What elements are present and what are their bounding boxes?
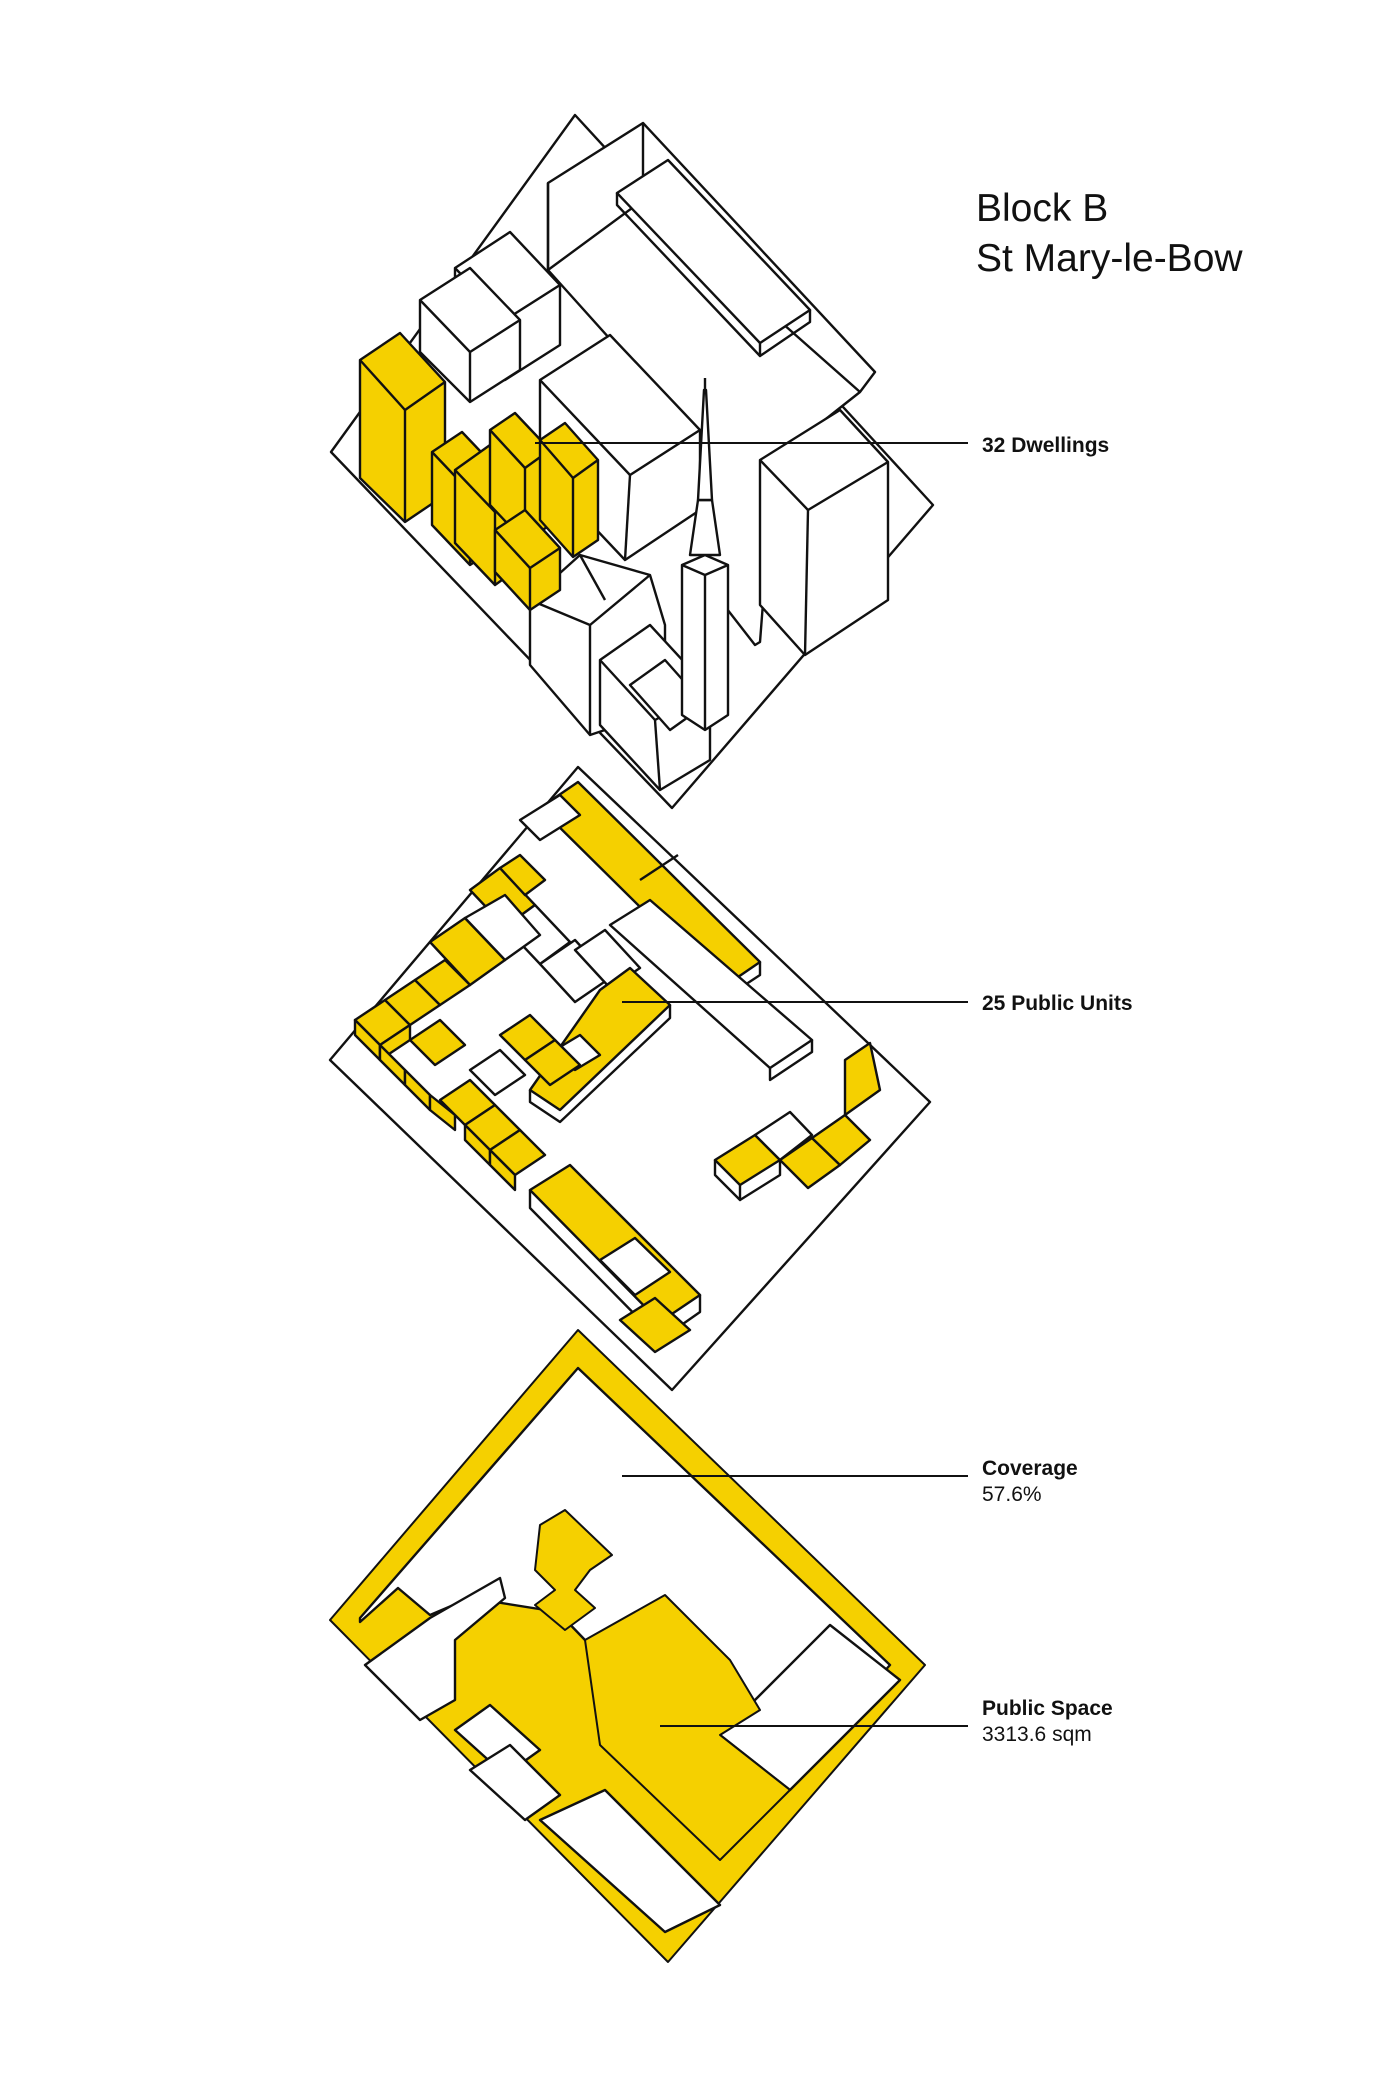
public-units-highlight bbox=[353, 958, 582, 1192]
public-units-label: 25 Public Units bbox=[982, 992, 1133, 1015]
public-space-value: 3313.6 sqm bbox=[982, 1723, 1092, 1746]
public-units-south-east bbox=[713, 1041, 882, 1202]
diagram-title: Block B St Mary-le-Bow bbox=[976, 184, 1243, 284]
massing-panel-dwellings bbox=[329, 113, 968, 810]
dwellings-highlight bbox=[358, 331, 600, 612]
public-units-annotation: 25 Public Units bbox=[982, 991, 1133, 1017]
title-line-1: Block B bbox=[976, 187, 1109, 230]
dwellings-label: 32 Dwellings bbox=[982, 434, 1110, 457]
public-space-label: Public Space bbox=[982, 1697, 1113, 1720]
massing-panel-public-units bbox=[328, 765, 968, 1392]
coverage-annotation: Coverage 57.6% bbox=[982, 1456, 1078, 1508]
title-line-2: St Mary-le-Bow bbox=[976, 237, 1243, 280]
coverage-value: 57.6% bbox=[982, 1483, 1042, 1506]
church-spire bbox=[680, 378, 730, 732]
plan-panel-coverage bbox=[329, 1329, 968, 1963]
coverage-label: Coverage bbox=[982, 1457, 1078, 1480]
public-space-annotation: Public Space 3313.6 sqm bbox=[982, 1696, 1113, 1748]
dwellings-annotation: 32 Dwellings bbox=[982, 433, 1109, 459]
